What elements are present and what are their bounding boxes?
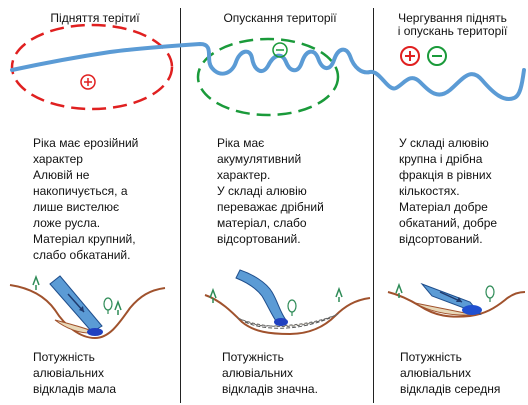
plus-sign-icon — [80, 74, 96, 90]
minus-sign-icon — [272, 42, 288, 58]
footer-alternation: Потужність алювіальних відкладів середня — [400, 350, 501, 396]
column-title-alternation: Чергування піднять і опускань території — [397, 11, 508, 38]
alternation-plus-icon — [400, 46, 420, 66]
subsidence-zone-ellipse — [196, 37, 340, 117]
footer-subsidence: Потужність алювіальних відкладів значна. — [222, 350, 318, 396]
alternation-minus-icon — [427, 46, 447, 66]
valley-section-alternation — [387, 282, 526, 318]
valley-section-subsidence — [204, 269, 371, 336]
river-line — [10, 42, 526, 101]
uplift-zone-ellipse — [10, 23, 174, 111]
column-divider-2 — [373, 8, 374, 403]
footer-uplift: Потужність алювіальних відкладів мала — [33, 350, 117, 396]
description-uplift: Ріка має ерозійний характер Алювій не на… — [33, 136, 139, 262]
column-title-subsidence: Опускання території — [223, 11, 337, 25]
description-subsidence: Ріка має акумулятивний характер. У склад… — [217, 136, 324, 246]
column-divider-1 — [180, 8, 181, 403]
valley-section-uplift — [9, 274, 166, 340]
column-title-uplift: Підняття терітиї — [50, 11, 140, 25]
description-alternation: У складі алювію крупна і дрібна фракція … — [399, 136, 498, 246]
